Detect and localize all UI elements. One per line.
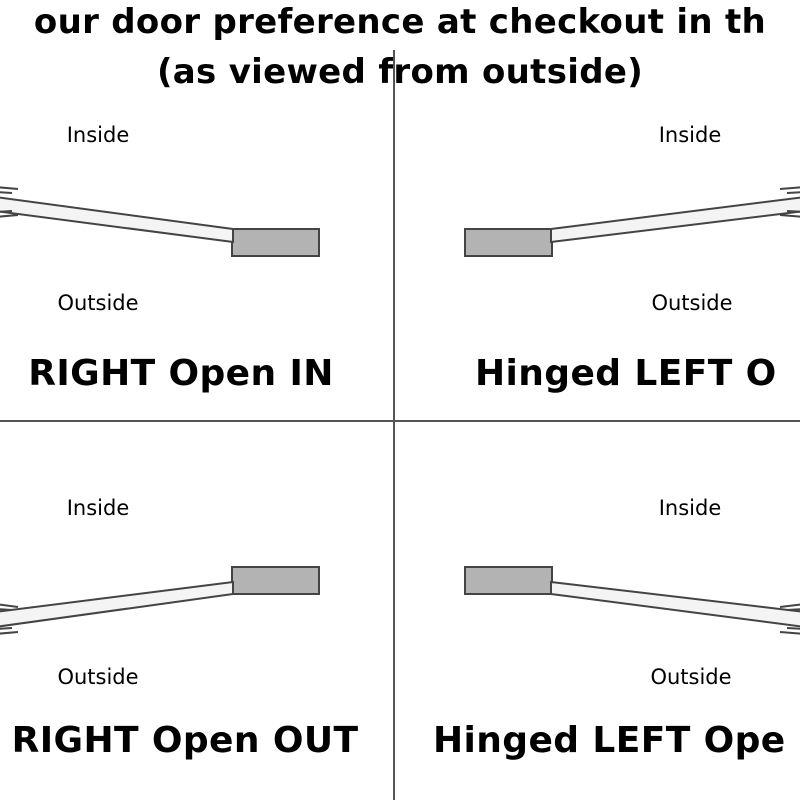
horizontal-divider	[0, 420, 800, 422]
panel-hinged-left-open-in: Inside Outside Hinged LEFT O	[395, 45, 800, 420]
option-caption: RIGHT Open IN	[28, 353, 334, 394]
inside-label: Inside	[66, 123, 130, 147]
door-diagram-right-open-out	[0, 566, 320, 635]
door-frame-block	[231, 566, 320, 595]
page-title: our door preference at checkout in th	[33, 2, 767, 42]
door-leaf	[550, 580, 800, 628]
door-frame-block	[464, 566, 553, 595]
outside-label: Outside	[651, 291, 733, 315]
door-diagram-hinged-left-open-in	[464, 186, 800, 257]
door-leaf	[0, 580, 234, 628]
inside-label: Inside	[658, 123, 722, 147]
door-frame-block	[231, 228, 320, 257]
outside-label: Outside	[57, 291, 139, 315]
panel-right-open-in: Inside Outside RIGHT Open IN	[0, 45, 397, 420]
panel-right-open-out: Inside Outside RIGHT Open OUT	[0, 422, 397, 797]
option-caption: Hinged LEFT Ope	[433, 720, 786, 761]
door-handle	[0, 603, 19, 635]
page-subtitle: (as viewed from outside)	[156, 52, 644, 92]
panel-hinged-left-open-out: Inside Outside Hinged LEFT Ope	[395, 422, 800, 797]
outside-label: Outside	[650, 665, 732, 689]
door-leaf	[0, 196, 234, 244]
option-caption: RIGHT Open OUT	[11, 720, 359, 761]
outside-label: Outside	[57, 665, 139, 689]
door-diagram-right-open-in	[0, 186, 320, 257]
option-caption: Hinged LEFT O	[475, 353, 777, 394]
door-handle	[779, 603, 800, 635]
door-handle	[779, 186, 800, 218]
door-handle	[0, 186, 19, 218]
door-diagram-hinged-left-open-out	[464, 566, 800, 635]
door-frame-block	[464, 228, 553, 257]
inside-label: Inside	[658, 496, 722, 520]
inside-label: Inside	[66, 496, 130, 520]
vertical-divider	[393, 50, 395, 800]
door-leaf	[550, 196, 800, 244]
